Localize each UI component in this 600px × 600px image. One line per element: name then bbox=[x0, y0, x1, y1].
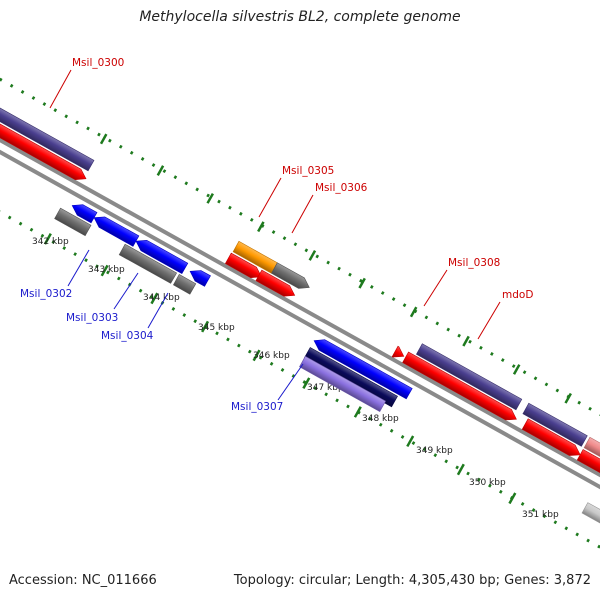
upper-major-tick bbox=[409, 306, 418, 318]
lower-major-tick bbox=[508, 492, 517, 505]
lower-major-tick bbox=[252, 349, 261, 362]
gene-msil-0307-cds[interactable] bbox=[303, 347, 398, 408]
upper-major-tick bbox=[156, 165, 165, 177]
kbp-tick-label: 346 kbp bbox=[253, 351, 290, 361]
lower-major-tick bbox=[43, 233, 52, 245]
gene-msil-0300-cds[interactable] bbox=[0, 108, 87, 181]
gene-msil-0304[interactable] bbox=[172, 273, 197, 295]
lower-major-tick bbox=[150, 292, 159, 305]
gene-pink[interactable] bbox=[583, 436, 600, 467]
kbp-tick-label: 348 kbp bbox=[362, 414, 399, 424]
gene-msil-0308-small[interactable] bbox=[391, 345, 405, 358]
label-leader-msil-0308 bbox=[423, 269, 448, 307]
gene-msil-0306[interactable] bbox=[271, 262, 310, 289]
accession-text: Accession: NC_011666 bbox=[9, 573, 157, 588]
label-leader-msil-0305 bbox=[258, 177, 282, 218]
kbp-tick-label: 347 kbp bbox=[307, 383, 344, 393]
label-leader-msil-0303 bbox=[113, 272, 139, 310]
gene-label-msil-0300[interactable]: Msil_0300 bbox=[72, 57, 124, 69]
gene-msil-0306-cds[interactable] bbox=[255, 269, 296, 297]
gene-msil-0303-cds[interactable] bbox=[118, 243, 178, 284]
gene-msil-0308-cds[interactable] bbox=[402, 351, 517, 421]
kbp-tick-label: 351 kbp bbox=[522, 510, 559, 520]
kbp-tick-label: 345 kbp bbox=[198, 323, 235, 333]
gene-msil-0300[interactable] bbox=[0, 96, 95, 172]
gene-label-mdod[interactable]: mdoD bbox=[502, 289, 533, 301]
lower-major-tick bbox=[100, 264, 109, 277]
upper-major-tick bbox=[257, 221, 265, 233]
gene-mdod[interactable] bbox=[522, 402, 588, 447]
label-leader-mdod bbox=[477, 301, 501, 340]
gene-msil-0303[interactable] bbox=[135, 239, 189, 275]
gene-msil-0305-cds[interactable] bbox=[224, 252, 262, 279]
label-leader-msil-0302 bbox=[67, 249, 90, 287]
kbp-tick-label: 349 kbp bbox=[416, 446, 453, 456]
gene-msil-0307[interactable] bbox=[313, 339, 413, 400]
gene-msil-0307-lav[interactable] bbox=[299, 355, 387, 413]
label-leader-msil-0306 bbox=[291, 194, 314, 234]
gene-mdod-cds[interactable] bbox=[521, 418, 581, 456]
upper-major-tick bbox=[512, 364, 521, 375]
kbp-tick-label: 350 kbp bbox=[469, 478, 506, 488]
upper-major-tick bbox=[308, 250, 317, 261]
gene-red-edge[interactable] bbox=[576, 449, 600, 476]
gene-msil-0302a[interactable] bbox=[71, 204, 98, 224]
lower-major-tick bbox=[456, 463, 465, 476]
gene-label-msil-0305[interactable]: Msil_0305 bbox=[282, 165, 334, 177]
label-leader-msil-0300 bbox=[49, 69, 72, 109]
gene-gray-a[interactable] bbox=[54, 207, 92, 237]
kbp-tick-label: 343 kbp bbox=[88, 265, 125, 275]
kbp-tick-label: 342 kbp bbox=[32, 237, 69, 247]
lower-major-tick bbox=[406, 435, 415, 448]
gene-label-msil-0308[interactable]: Msil_0308 bbox=[448, 257, 500, 269]
backbone-outer-line bbox=[0, 137, 600, 478]
map-title: Methylocella silvestris BL2, complete ge… bbox=[139, 9, 461, 25]
kbp-tick-label: 344 kbp bbox=[143, 293, 180, 303]
lower-major-tick bbox=[201, 320, 210, 333]
upper-major-tick bbox=[206, 192, 214, 204]
upper-major-tick bbox=[564, 392, 572, 404]
genome-stats-text: Topology: circular; Length: 4,305,430 bp… bbox=[233, 573, 591, 588]
label-leader-msil-0304 bbox=[147, 292, 169, 329]
label-leader-msil-0307 bbox=[277, 363, 304, 401]
gene-label-msil-0303[interactable]: Msil_0303 bbox=[66, 312, 118, 324]
gene-label-msil-0306[interactable]: Msil_0306 bbox=[315, 182, 368, 194]
lower-major-tick bbox=[353, 406, 362, 418]
gene-msil-0304a[interactable] bbox=[189, 270, 211, 287]
gene-label-msil-0302[interactable]: Msil_0302 bbox=[20, 288, 72, 300]
upper-major-tick bbox=[99, 133, 108, 145]
gene-label-msil-0307[interactable]: Msil_0307 bbox=[231, 401, 283, 413]
upper-major-tick bbox=[462, 335, 470, 347]
gene-msil-0302[interactable] bbox=[93, 216, 140, 247]
gene-label-msil-0304[interactable]: Msil_0304 bbox=[101, 330, 154, 342]
gene-lightgray-edge[interactable] bbox=[581, 502, 600, 538]
gene-msil-0308[interactable] bbox=[415, 343, 523, 411]
lower-major-tick bbox=[302, 377, 311, 390]
upper-major-tick bbox=[358, 277, 366, 289]
backbone-inner-line bbox=[0, 149, 600, 490]
